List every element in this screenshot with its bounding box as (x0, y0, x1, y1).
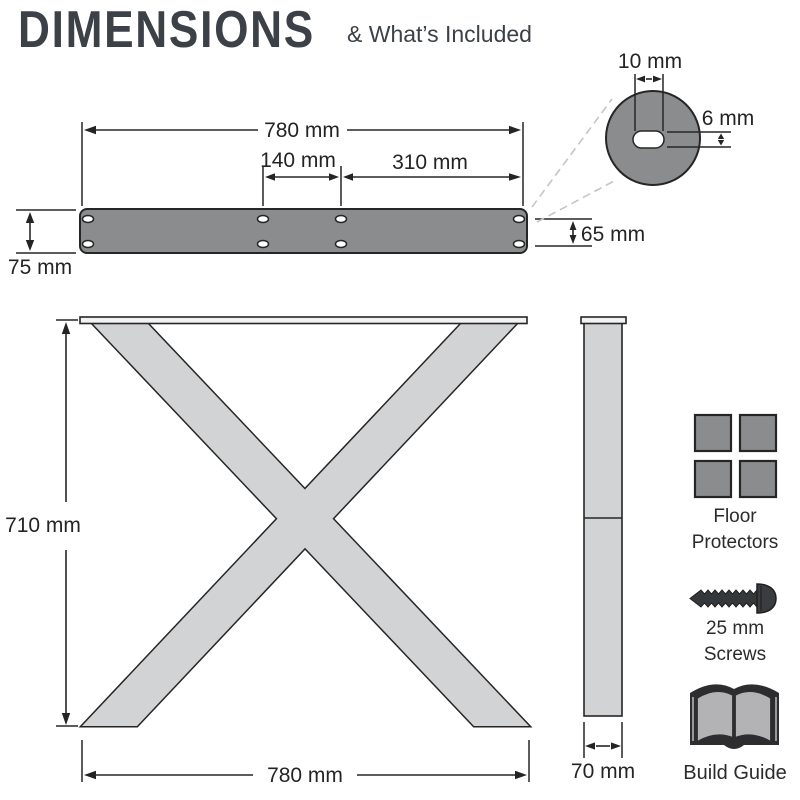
build-guide-label: Build Guide (683, 762, 787, 784)
top-plate-edge (79, 316, 528, 325)
front-width-dimension (81, 740, 530, 782)
floor-protectors-icon (693, 413, 778, 499)
plate-extension-lines (16, 122, 592, 254)
x-leg (78, 321, 533, 728)
hole-detail-dimensions (634, 74, 664, 131)
hole-detail-callout: 10 mm 6 mm (531, 50, 755, 223)
side-depth-dimension (583, 722, 623, 758)
floor-protectors-label: Floor Protectors (691, 506, 779, 553)
dim-plate-height: 75 mm (8, 256, 72, 279)
dim-plate-total-width: 780 mm (264, 119, 340, 142)
dim-plate-hole-spacing-2: 310 mm (392, 151, 468, 174)
dim-slot-height: 6 mm (702, 107, 755, 130)
slot-hole (632, 130, 665, 149)
dim-plate-hole-row-spacing: 65 mm (581, 223, 645, 246)
page-title: DIMENSIONS (18, 1, 315, 59)
dim-plate-hole-spacing-1: 140 mm (260, 149, 336, 172)
plate-top-view: 780 mm 140 mm 310 mm 75 mm 65 mm (8, 119, 645, 279)
slot-height-dimension (667, 131, 731, 148)
side-view: 70 mm (571, 316, 635, 783)
dim-slot-width: 10 mm (618, 50, 682, 73)
dim-leg-width: 780 mm (267, 764, 343, 787)
plate-dimension-lines (29, 129, 574, 240)
front-view: 710 mm 780 mm (5, 316, 533, 787)
side-plate-edge (580, 316, 627, 325)
plate-dimension-arrowheads (25, 125, 577, 251)
page-subtitle: & What’s Included (347, 21, 532, 47)
callout-dashed-lines (531, 98, 617, 223)
dim-leg-height: 710 mm (5, 514, 81, 537)
mounting-plate (79, 208, 528, 254)
mounting-plate-holes (81, 214, 526, 249)
dim-leg-depth: 70 mm (571, 760, 635, 783)
screws-label: 25 mm Screws (703, 618, 767, 665)
front-height-dimension (56, 319, 78, 727)
build-guide-icon (690, 684, 779, 749)
side-leg (583, 322, 623, 717)
screw-icon (689, 583, 777, 614)
included-icons (689, 413, 779, 749)
